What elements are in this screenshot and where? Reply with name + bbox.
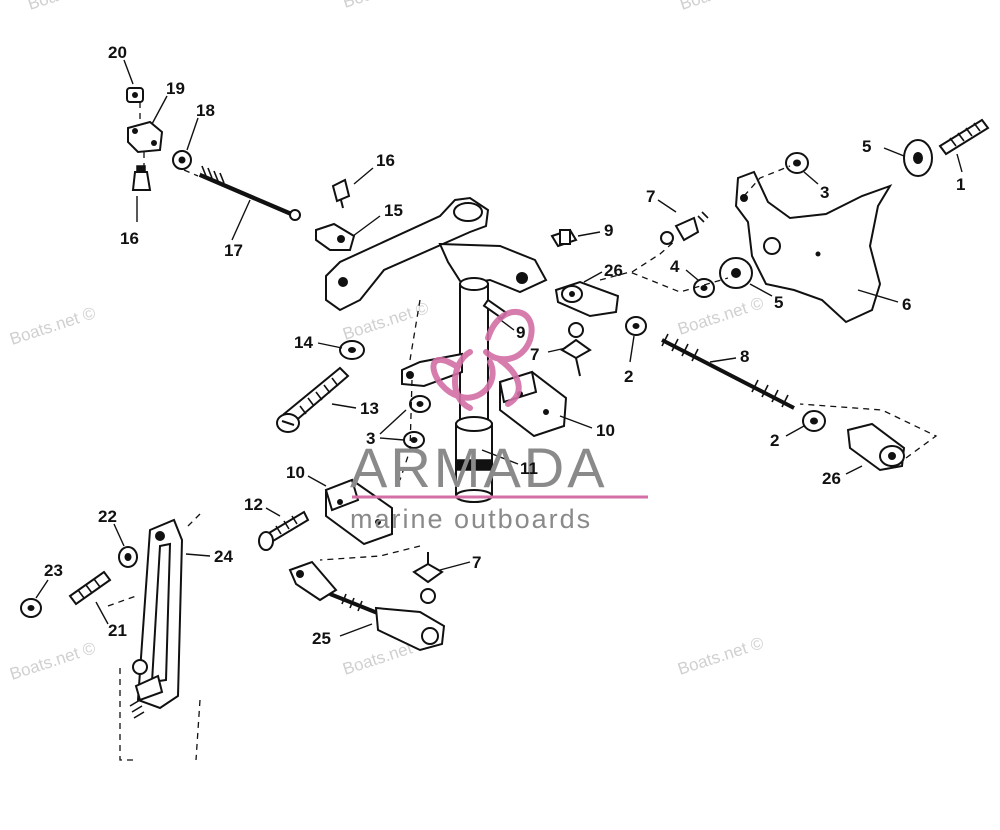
bracket-part [734,170,893,324]
nut-part [172,150,192,170]
callout-number: 11 [520,459,538,478]
ball-stud-part [560,322,592,377]
pin-part [550,228,578,248]
lever-part [129,518,184,719]
rod-end-part [846,422,906,472]
screw-part [938,118,990,156]
stud-part [68,570,112,606]
logo-mark [430,308,535,411]
nut-part [20,598,42,618]
leader-lines [35,59,963,637]
nut-part [339,340,365,360]
callout-number: 10 [596,421,615,440]
watermark-layer: Boats.net © Boats.net © Boats.net © Boat… [7,0,768,684]
callout-number: 25 [312,629,331,648]
logo-name: ARMADA [350,436,608,499]
nut-part [126,87,144,103]
callout-number: 6 [902,295,911,314]
nut-part [802,410,826,432]
nut-part [409,395,431,413]
screw-part [258,510,310,551]
callout-number: 24 [214,547,233,566]
nut-part [625,316,647,336]
rod-end-assembly-part [288,560,446,652]
callout-number: 2 [770,431,779,450]
callout-number: 3 [366,429,375,448]
callout-number: 19 [166,79,185,98]
callout-number: 8 [740,347,749,366]
callout-number: 20 [108,43,127,62]
swivel-block-part [127,120,164,154]
callout-number: 21 [108,621,127,640]
parts-layer [20,87,990,719]
washer-part [903,139,933,177]
logo-tagline: marine outboards [350,504,592,534]
callout-number: 7 [472,553,481,572]
watermark: Boats.net © [340,0,431,12]
callout-number: 22 [98,507,117,526]
callout-number: 16 [376,151,395,170]
callout-number: 4 [670,257,680,276]
washer-part [118,546,138,568]
callout-number: 18 [196,101,215,120]
callout-number: 9 [604,221,613,240]
callout-number: 5 [774,293,783,312]
watermark: Boats.net © [340,298,431,344]
ball-stud-part [660,211,709,245]
callout-number: 26 [604,261,623,280]
callout-number: 14 [294,333,313,352]
watermark: Boats.net © [7,303,98,349]
bolt-part [276,366,350,433]
callout-number: 3 [820,183,829,202]
callout-layer: 20 19 18 16 17 16 15 5 1 3 7 9 26 4 5 6 … [44,43,965,648]
callout-number: 7 [530,345,539,364]
callout-number: 1 [956,175,965,194]
assembly-lines [107,102,938,761]
callout-number: 16 [120,229,139,248]
watermark: Boats.net © [675,633,766,679]
callout-number: 7 [646,187,655,206]
throttle-arm-part [325,196,548,312]
link-rod-part [198,165,301,221]
callout-number: 5 [862,137,871,156]
clamp-block-part [324,478,393,546]
callout-number: 10 [286,463,305,482]
nut-part [693,278,715,298]
clamp-part [315,222,356,251]
washer-part [719,257,753,289]
watermark: Boats.net © [675,293,766,339]
callout-number: 17 [224,241,243,260]
callout-number: 12 [244,495,263,514]
watermark: Boats.net © [7,638,98,684]
watermark: Boats.net © [25,0,116,14]
callout-number: 15 [384,201,403,220]
nut-part [785,152,809,174]
callout-number: 26 [822,469,841,488]
threaded-rod-part [661,333,795,410]
watermark: Boats.net © [677,0,768,14]
armada-logo: ARMADA marine outboards [350,308,648,534]
screw-part [131,165,152,191]
callout-number: 2 [624,367,633,386]
callout-number: 9 [516,323,525,342]
callout-number: 23 [44,561,63,580]
ball-stud-part [412,552,444,604]
callout-number: 13 [360,399,379,418]
screw-part [331,178,351,209]
rod-end-part [554,280,620,318]
